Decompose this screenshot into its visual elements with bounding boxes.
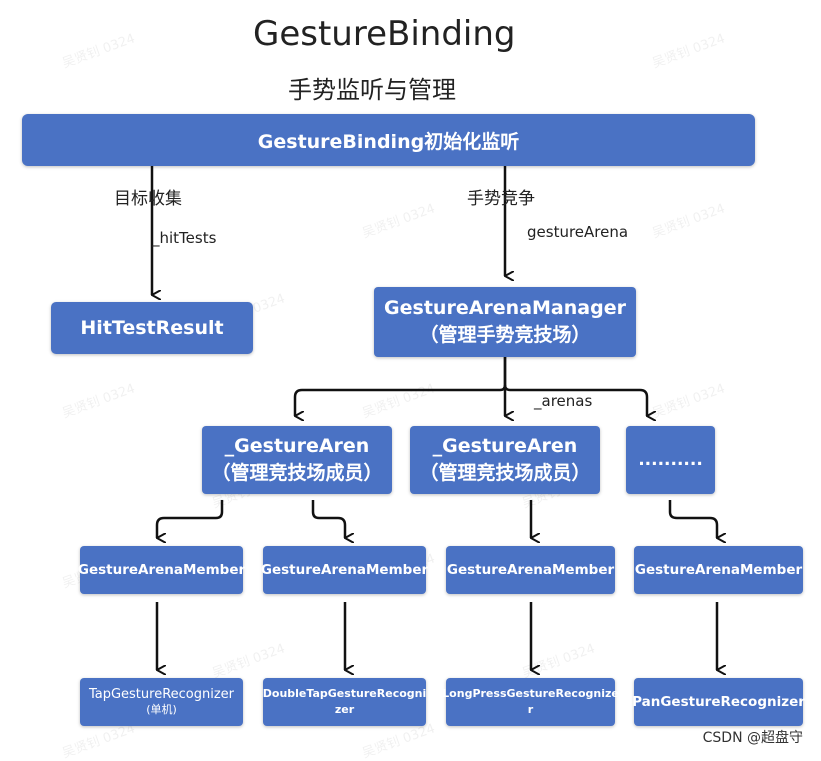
node-gesture-binding-label: GestureBinding初始化监听	[257, 130, 520, 153]
diagram-subtitle: 手势监听与管理	[288, 76, 456, 104]
node-arena1-line2: （管理竞技场成员）	[211, 462, 383, 484]
node-manager-line1: GestureArenaManager	[384, 297, 626, 320]
arrow-arena1-to-member1	[155, 500, 224, 538]
node-gesture-arena-more: ..........	[626, 426, 715, 494]
node-arena-member-2: GestureArenaMember	[260, 546, 429, 594]
node-recognizer3-line1: LongPressGestureRecognize	[442, 687, 619, 701]
node-arena1-line1: _GestureAren	[224, 435, 370, 458]
arrow-arena3-to-member4	[668, 500, 717, 538]
arrow-manager-to-arena1	[293, 357, 507, 416]
node-arena2-line1: _GestureAren	[432, 435, 578, 458]
node-recognizer2-line1: DoubleTapGestureRecogni	[262, 687, 427, 701]
node-member2-label: GestureArenaMember	[260, 562, 429, 578]
node-gesture-arena-manager: GestureArenaManager （管理手势竞技场）	[374, 287, 636, 357]
node-arena-member-4: GestureArenaMember	[634, 546, 803, 594]
node-gesture-arena-1: _GestureAren （管理竞技场成员）	[202, 426, 392, 494]
edge-label-gesture-compete: 手势竞争	[467, 189, 535, 209]
node-recognizer-tap: TapGestureRecognizer (单机)	[80, 678, 243, 726]
node-arena-member-3: GestureArenaMember	[446, 546, 615, 594]
node-member4-label: GestureArenaMember	[634, 562, 803, 578]
node-arena-member-1: GestureArenaMember	[77, 546, 246, 594]
node-recognizer-long-press: LongPressGestureRecognize r	[442, 678, 619, 726]
node-member1-label: GestureArenaMember	[77, 562, 246, 578]
node-recognizer2-line2: zer	[334, 703, 355, 716]
node-hit-test-result-label: HitTestResult	[80, 317, 224, 339]
node-recognizer1-line2: (单机)	[146, 703, 177, 717]
edge-label-gesture-arena: gestureArena	[527, 223, 629, 241]
node-arena3-label: ..........	[638, 450, 703, 470]
node-recognizer1-line1: TapGestureRecognizer	[88, 686, 235, 702]
footer-credit: CSDN @超盘守	[702, 730, 803, 746]
node-recognizer4-label: PanGestureRecognizer	[632, 694, 805, 710]
node-manager-line2: （管理手势竞技场）	[419, 324, 591, 346]
node-gesture-binding: GestureBinding初始化监听	[22, 114, 755, 166]
node-hit-test-result: HitTestResult	[51, 302, 253, 354]
edge-label-target-collect: 目标收集	[114, 189, 182, 209]
node-recognizer-double-tap: DoubleTapGestureRecogni zer	[263, 678, 426, 726]
edge-label-hittests: _hitTests	[152, 229, 217, 247]
edge-label-arenas: _arenas	[534, 392, 593, 410]
node-gesture-arena-2: _GestureAren （管理竞技场成员）	[410, 426, 600, 494]
arrow-manager-to-arena3	[503, 384, 647, 416]
node-arena2-line2: （管理竞技场成员）	[419, 462, 591, 484]
node-recognizer-pan: PanGestureRecognizer	[632, 678, 805, 726]
arrow-arena1-to-member2	[311, 500, 345, 538]
node-recognizer3-line2: r	[527, 703, 534, 716]
node-member3-label: GestureArenaMember	[446, 562, 615, 578]
diagram-title: GestureBinding	[253, 14, 516, 54]
